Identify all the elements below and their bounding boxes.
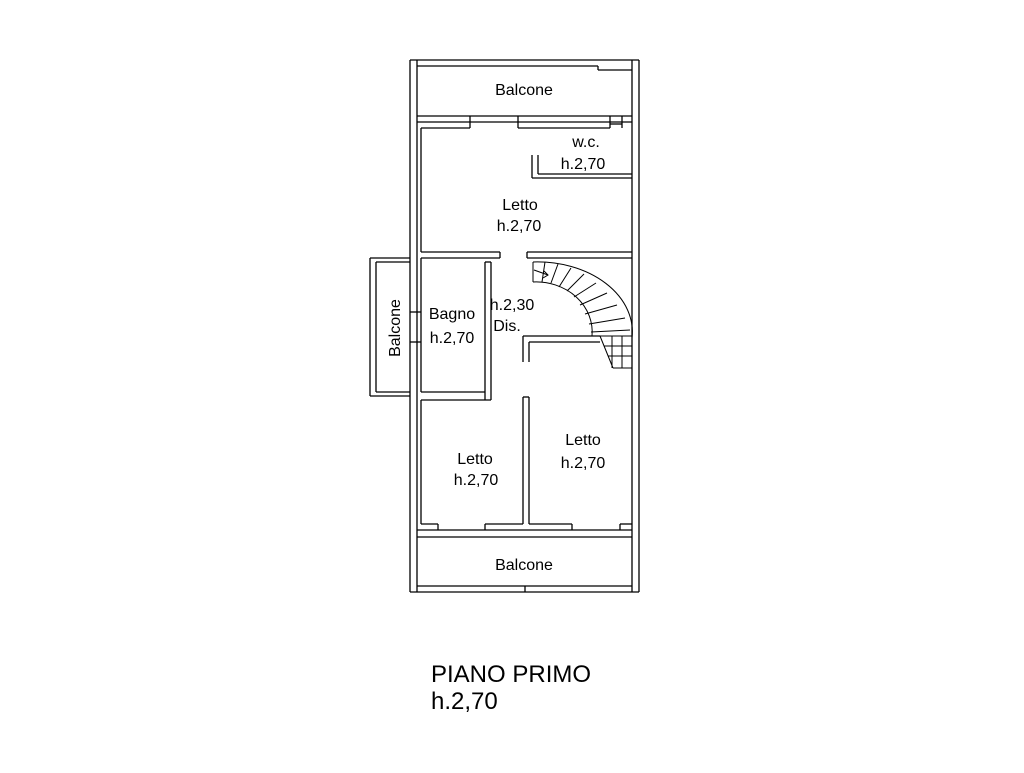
spiral-staircase — [532, 261, 633, 369]
dis-height-label: h.2,30 — [490, 297, 535, 314]
letto-left-height-label: h.2,70 — [454, 472, 499, 489]
walls — [369, 59, 640, 593]
plan-title: PIANO PRIMO — [431, 661, 591, 688]
wc-height-label: h.2,70 — [561, 156, 606, 173]
letto-top-height-label: h.2,70 — [497, 218, 542, 235]
letto-top-name-label: Letto — [502, 197, 538, 214]
bagno-height-label: h.2,70 — [430, 330, 475, 347]
bagno-name-label: Bagno — [429, 306, 475, 323]
balcone-side-label: Balcone — [387, 299, 404, 357]
plan-title-block: PIANO PRIMO h.2,70 — [431, 661, 591, 715]
letto-right-height-label: h.2,70 — [561, 455, 606, 472]
plan-title-height: h.2,70 — [431, 688, 498, 715]
balcone-top-label: Balcone — [495, 82, 553, 99]
dis-name-label: Dis. — [493, 318, 521, 335]
room-labels: Balcone w.c. h.2,70 Letto h.2,70 Bagno h… — [387, 82, 605, 574]
wc-name-label: w.c. — [571, 134, 600, 151]
balcone-bottom-label: Balcone — [495, 557, 553, 574]
letto-left-name-label: Letto — [457, 451, 493, 468]
letto-right-name-label: Letto — [565, 432, 601, 449]
